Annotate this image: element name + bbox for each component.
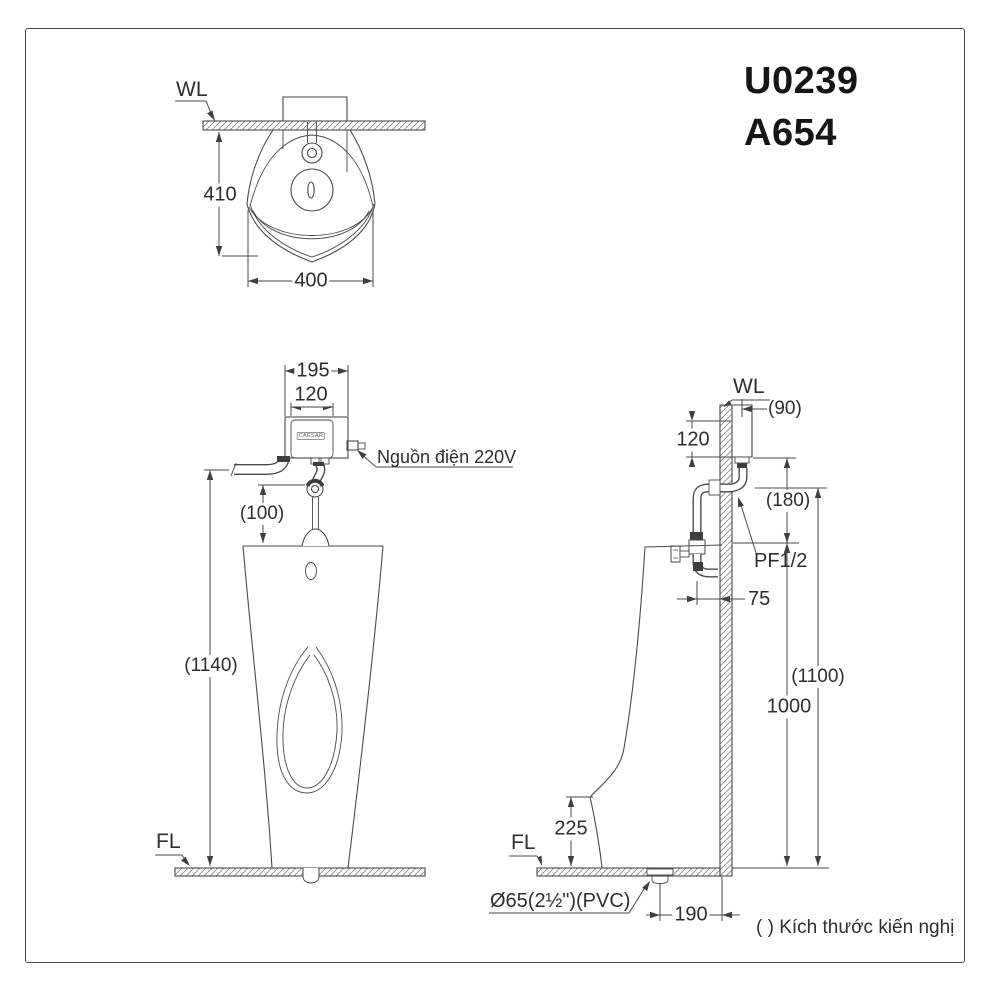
- side-dim-drain-offset: 190: [672, 903, 710, 927]
- side-angle-valve: [688, 539, 706, 555]
- power-source-label: Nguồn điện 220V: [377, 447, 517, 467]
- side-urinal-outline: [589, 544, 723, 869]
- front-view-drawing: [155, 365, 513, 884]
- side-dim-valve-height: 120: [674, 428, 712, 452]
- side-dim-rim-height: 1000: [764, 695, 814, 719]
- side-arrowheads: [537, 400, 822, 919]
- front-urinal-right-edge: [347, 545, 384, 869]
- front-dim-spud-gap: (100): [237, 503, 287, 525]
- side-wall-hatch: [719, 404, 733, 877]
- top-flush-valve-box: [282, 96, 348, 121]
- footnote-recommended-dims: ( ) Kích thước kiến nghị: [756, 917, 955, 938]
- front-floor-line-label: FL: [156, 830, 181, 853]
- side-dim-spud-height: (1100): [789, 666, 847, 688]
- front-bowl-opening: [276, 646, 343, 794]
- top-dim-height: 410: [201, 183, 239, 207]
- drain-spec-label: Ø65(2½")(PVC): [490, 890, 631, 912]
- side-dim-wall-offset: 75: [748, 588, 771, 610]
- top-sensor-circle: [290, 168, 334, 212]
- side-drain: [646, 868, 674, 876]
- valve-brand-logo: CAESAR: [296, 432, 326, 440]
- thread-size-label: PF1/2: [754, 550, 808, 572]
- front-overflow-hole: [305, 562, 317, 580]
- side-dim-box-depth: (90): [768, 398, 802, 419]
- front-dim-valve-width: 195: [294, 359, 332, 383]
- side-dim-outlet-drop: (180): [763, 490, 813, 512]
- front-dim-lines: [155, 365, 513, 866]
- side-dim-lines: [489, 399, 829, 921]
- top-arrowheads: [207, 110, 373, 285]
- front-urinal-left-edge: [242, 545, 273, 869]
- front-flush-tube: [312, 497, 319, 531]
- front-arrowheads: [181, 367, 367, 866]
- top-wall-hatch: [202, 120, 426, 131]
- top-view-drawing: [175, 96, 426, 287]
- top-urinal-outline: [246, 129, 376, 263]
- front-floor-hatch: [174, 867, 426, 877]
- side-floor-hatch: [536, 867, 721, 877]
- side-view-drawing: [489, 399, 829, 921]
- side-wall-line-label: WL: [733, 375, 765, 398]
- front-power-stub: [346, 440, 359, 451]
- model-number-primary: U0239: [744, 60, 859, 102]
- front-dim-supply-height: (1140): [182, 655, 240, 677]
- side-floor-line-label: FL: [511, 831, 536, 854]
- top-spud-circle: [301, 142, 323, 164]
- model-number-secondary: A654: [744, 112, 837, 154]
- drawing-border: [25, 28, 965, 963]
- front-dim-valve-inner: 120: [292, 383, 330, 407]
- side-dim-lip-height: 225: [552, 817, 590, 841]
- top-dim-width: 400: [292, 269, 330, 293]
- front-drain: [302, 868, 320, 884]
- top-wall-line-label: WL: [176, 78, 208, 101]
